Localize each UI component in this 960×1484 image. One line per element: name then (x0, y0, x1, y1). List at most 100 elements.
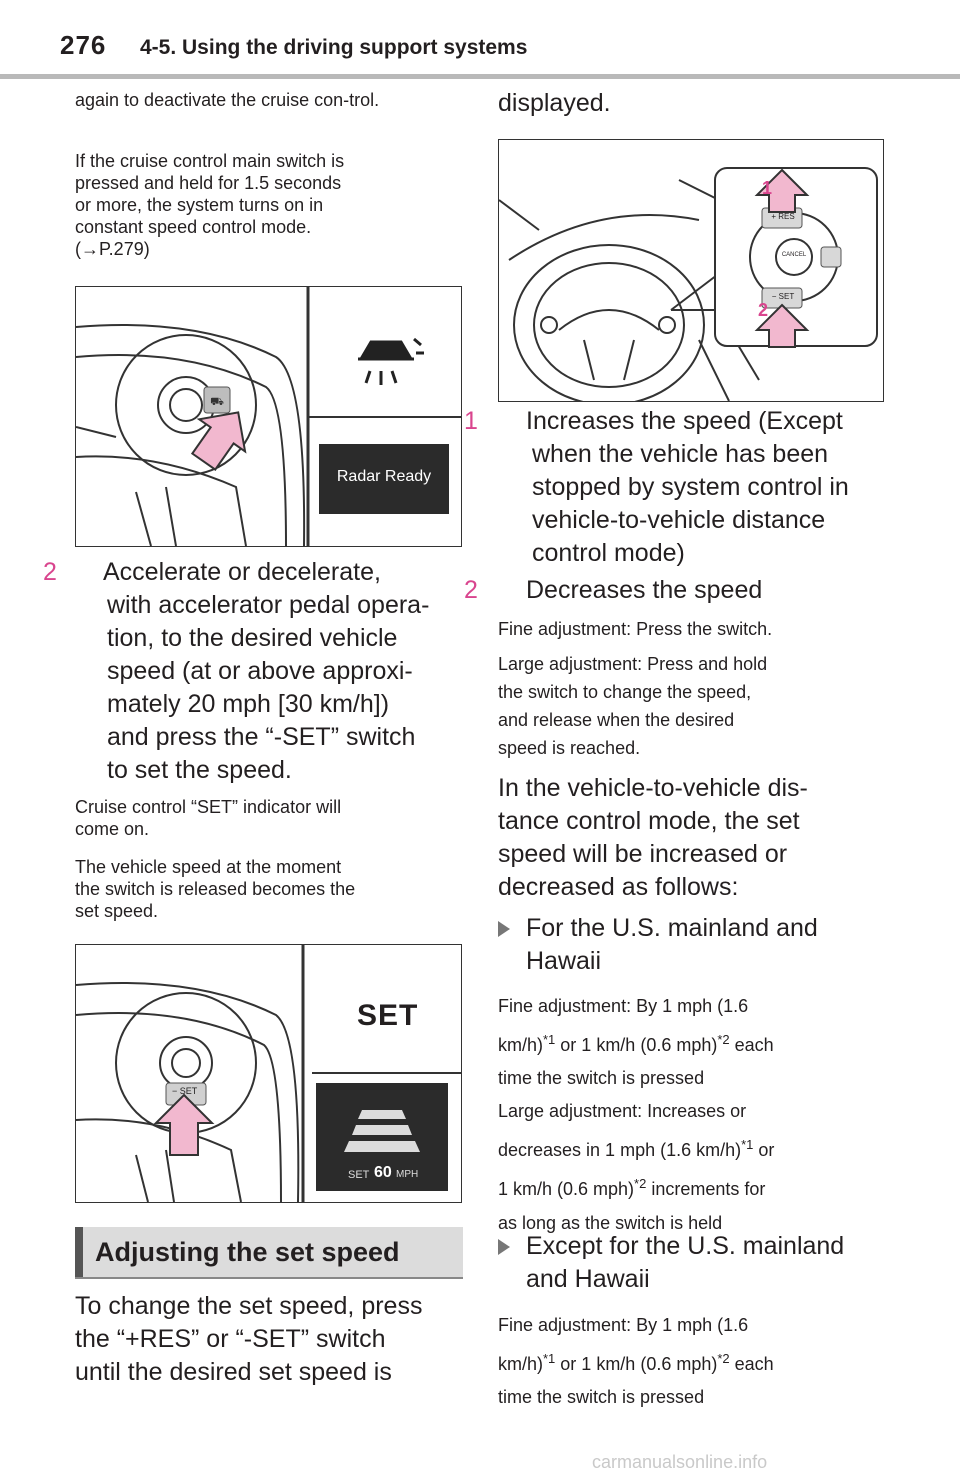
note-line: Large adjustment: Press and hold (498, 654, 768, 674)
step-line: and press the “-SET” switch (107, 723, 416, 751)
header-divider (0, 74, 960, 79)
intro-paragraph: again to deactivate the cruise con-trol. (75, 89, 465, 111)
note-text: time the switch is pressed (498, 1387, 705, 1407)
display-panel (319, 444, 449, 514)
up-arrow-icon (754, 168, 810, 213)
triangle-bullet-icon (498, 1239, 510, 1255)
continued-text: displayed. (498, 89, 611, 117)
figure-set-switch: SET − SET SET 60 MPH (75, 944, 462, 1203)
step-line: speed (at or above approxi- (107, 657, 413, 685)
note-text: increments for (646, 1179, 766, 1199)
set-indicator-note: Cruise control “SET” indicator will come… (75, 796, 465, 840)
item-1: 1 Increases the speed (Except when the ve… (464, 405, 898, 570)
note-text: time the switch is pressed (498, 1068, 705, 1088)
adjust-paragraph: To change the set speed, press the “+RES… (75, 1290, 465, 1389)
note-line: speed is reached. (498, 738, 641, 758)
cancel-switch-label: CANCEL (781, 252, 807, 258)
footnote-marker: *1 (543, 1351, 556, 1366)
large-adjustment-note: Large adjustment: Press and hold the swi… (498, 650, 898, 762)
footnote-marker: *2 (717, 1032, 730, 1047)
note-line: the switch to change the speed, (498, 682, 752, 702)
bullet-line: and Hawaii (526, 1265, 650, 1293)
step-number: 2 (43, 558, 57, 586)
para-line: To change the set speed, press (75, 1292, 423, 1320)
note-line: or more, the system turns on in (75, 195, 324, 215)
note-line: set speed. (75, 901, 159, 921)
svg-text:⛟: ⛟ (210, 396, 224, 408)
figure-steering-switch-radar: ⛟ Radar Ready (75, 286, 462, 547)
set-switch-label: − SET (771, 292, 795, 301)
radar-ready-label: Radar Ready (336, 468, 432, 485)
item-number: 1 (464, 407, 478, 435)
step-line: tion, to the desired vehicle (107, 624, 398, 652)
item-line: Decreases the speed (526, 576, 763, 604)
bullet-except-us-mainland: Except for the U.S. mainland and Hawaii (498, 1230, 898, 1296)
press-arrow-icon (153, 1093, 215, 1156)
bullet-line: For the U.S. mainland and (526, 914, 818, 942)
note-line: constant speed control mode. (75, 217, 312, 237)
para-line: until the desired set speed is (75, 1358, 392, 1386)
main-switch-note: If the cruise control main switch is pre… (75, 150, 465, 260)
item-line: when the vehicle has been (532, 440, 829, 468)
note-text: as long as the switch is held (498, 1213, 723, 1233)
footnote-marker: *1 (543, 1032, 556, 1047)
para-line: the “+RES” or “-SET” switch (75, 1325, 386, 1353)
display-speed: 60 (374, 1164, 392, 1181)
section-heading: Adjusting the set speed (75, 1227, 463, 1277)
step-line: mately 20 mph [30 km/h]) (107, 690, 390, 718)
item-line: vehicle-to-vehicle distance (532, 506, 826, 534)
item-2: 2 Decreases the speed (464, 574, 898, 607)
section-title: 4-5. Using the driving support systems (140, 36, 528, 59)
radar-cruise-switch (203, 386, 231, 414)
note-text: each (729, 1035, 774, 1055)
callout-1: 1 (762, 178, 773, 198)
distance-switch (820, 246, 842, 268)
bullet-us-mainland: For the U.S. mainland and Hawaii (498, 912, 898, 978)
note-line: The vehicle speed at the moment (75, 857, 342, 877)
note-text: Fine adjustment: By 1 mph (1.6 (498, 996, 749, 1016)
note-line: come on. (75, 819, 150, 839)
note-line: If the cruise control main switch is (75, 151, 345, 171)
note-text: or 1 km/h (0.6 mph) (555, 1354, 718, 1374)
note-text: or 1 km/h (0.6 mph) (555, 1035, 718, 1055)
res-switch-label: + RES (771, 212, 795, 221)
step-line: with accelerator pedal opera- (107, 591, 430, 619)
para-line: speed will be increased or (498, 840, 788, 868)
up-arrow-icon (754, 303, 810, 348)
step-line: Accelerate or decelerate, (103, 558, 381, 586)
item-line: control mode) (532, 539, 685, 567)
arrow-icon: → (81, 239, 99, 259)
footnote-marker: *2 (634, 1176, 647, 1191)
set-switch-label: − SET (172, 1086, 198, 1096)
step-2: 2 Accelerate or decelerate, with accelera… (43, 556, 465, 787)
bullet-line: Except for the U.S. mainland (526, 1232, 845, 1260)
item-line: Increases the speed (Except (526, 407, 843, 435)
steering-wheel-illustration: ⛟ (76, 287, 461, 546)
footnote-marker: *1 (741, 1137, 754, 1152)
page-reference[interactable]: (→P.279) (75, 238, 465, 260)
step-line: to set the speed. (107, 756, 292, 784)
note-text: decreases in 1 mph (1.6 km/h) (498, 1140, 742, 1160)
footnote-marker: *2 (717, 1351, 730, 1366)
bullet-line: Hawaii (526, 947, 602, 975)
item-number: 2 (464, 576, 478, 604)
mode-paragraph: In the vehicle-to-vehicle dis- tance con… (498, 772, 898, 904)
ref-text: P.279) (99, 239, 150, 259)
watermark: carmanualsonline.info (592, 1452, 768, 1472)
note-line: Cruise control “SET” indicator will (75, 797, 342, 817)
note-line: and release when the desired (498, 710, 735, 730)
dashboard-illustration (499, 167, 878, 401)
para-line: In the vehicle-to-vehicle dis- (498, 774, 808, 802)
intro-text: again to deactivate the cruise con-trol. (75, 90, 380, 110)
note-text: Large adjustment: Increases or (498, 1101, 747, 1121)
note-text: km/h) (498, 1354, 543, 1374)
steering-wheel-set-illustration (76, 945, 461, 1202)
triangle-bullet-icon (498, 921, 510, 937)
note-text: or (753, 1140, 775, 1160)
note-text: km/h) (498, 1035, 543, 1055)
set-speed-note: The vehicle speed at the moment the swit… (75, 856, 465, 922)
callout-2: 2 (758, 300, 769, 320)
radar-cruise-icon (358, 337, 424, 385)
bullet1-fine-note: Fine adjustment: By 1 mph (1.6 km/h)*1 o… (498, 990, 898, 1095)
note-text: Fine adjustment: By 1 mph (1.6 (498, 1315, 749, 1335)
